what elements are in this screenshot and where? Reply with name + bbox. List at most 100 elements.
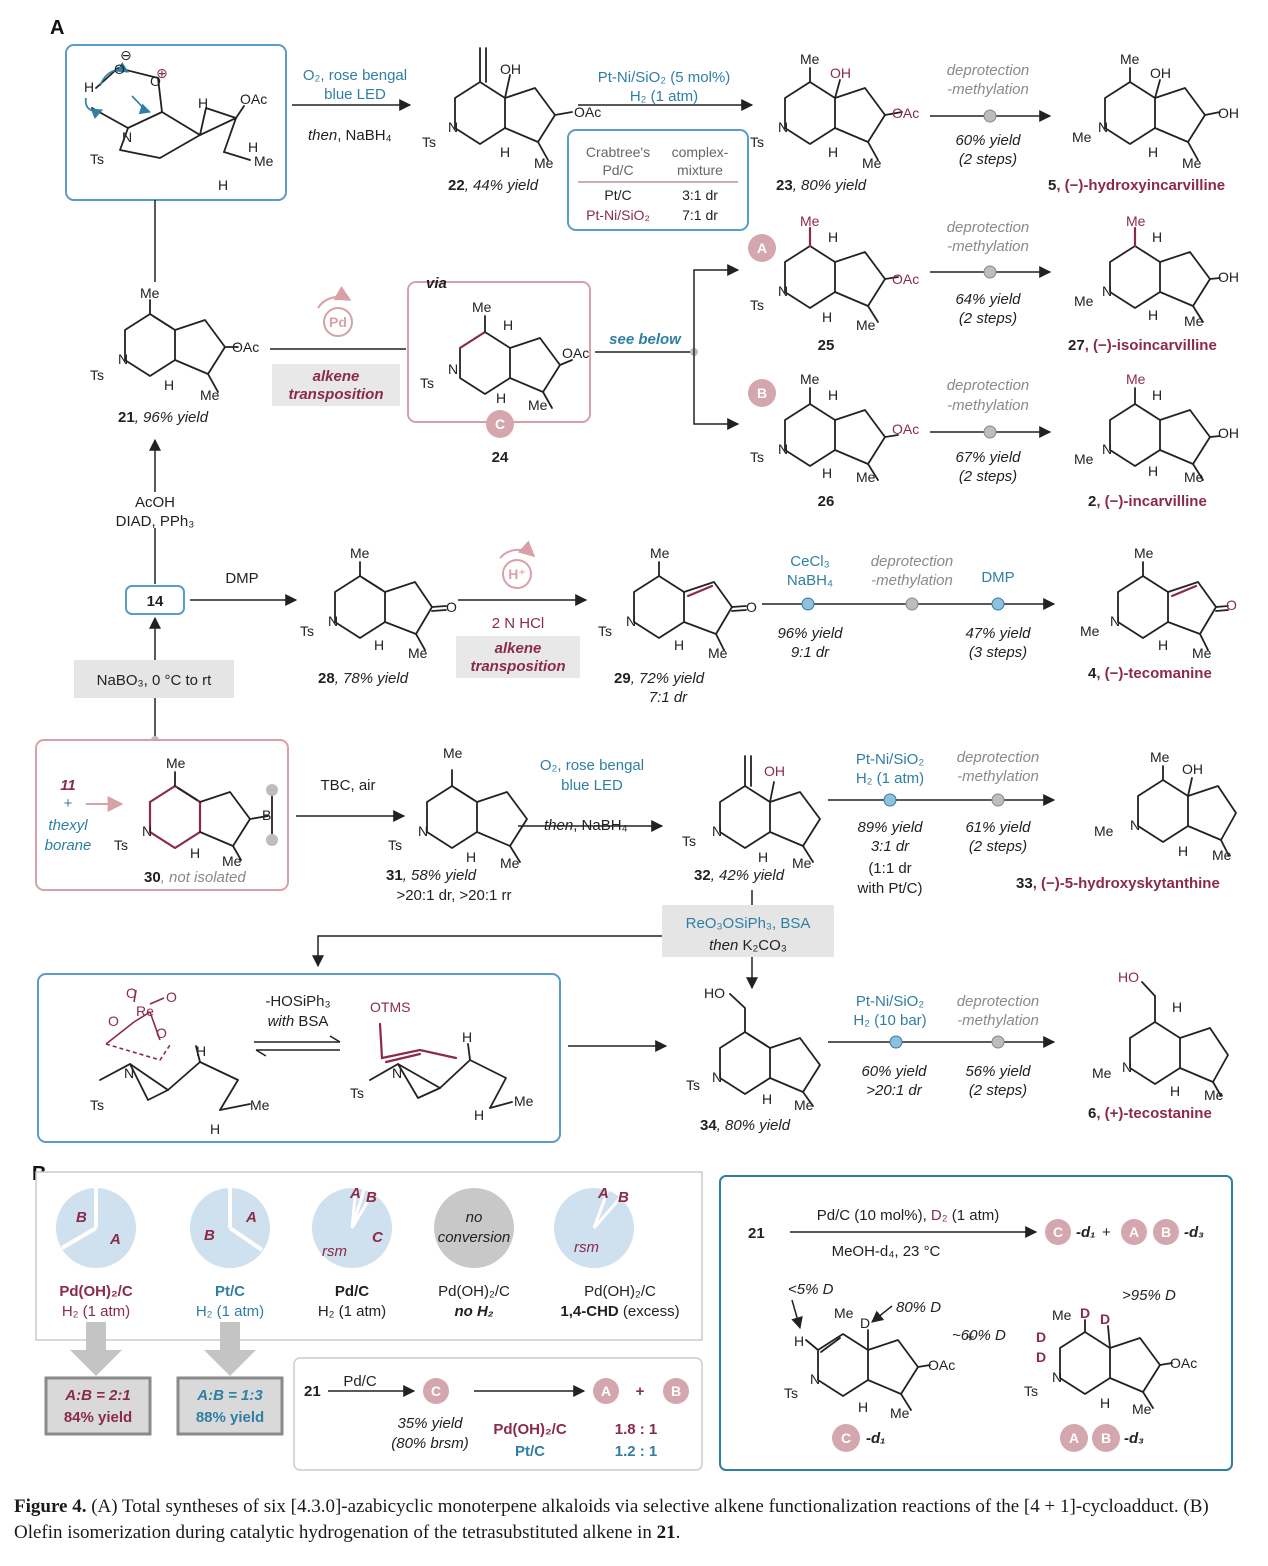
svg-text:N: N (1098, 119, 1108, 135)
svg-text:H₂ (1 atm): H₂ (1 atm) (196, 1303, 264, 1320)
svg-text:96% yield: 96% yield (777, 625, 843, 642)
svg-text:A: A (109, 1231, 121, 1248)
rhenium-ester-structure: O O Re O O H N Ts Me H (90, 985, 270, 1137)
svg-text:OH: OH (1218, 105, 1239, 121)
svg-text:N: N (328, 613, 338, 629)
reoxsiph3-badge (662, 905, 834, 957)
svg-text:B: B (1161, 1224, 1171, 1240)
svg-text:O: O (108, 1013, 119, 1029)
svg-text:OH: OH (1218, 269, 1239, 285)
step5-yield: 67% yield (955, 449, 1021, 466)
svg-text:1.2 : 1: 1.2 : 1 (615, 1443, 658, 1460)
svg-text:A: A (597, 1185, 609, 1202)
caption-text-1: (A) Total syntheses of six [4.3.0]-azabi… (14, 1496, 1209, 1543)
compound-27-label: 27, (−)-isoincarvilline (1068, 337, 1217, 354)
figure-caption: Figure 4. (A) Total syntheses of six [4.… (14, 1494, 1254, 1546)
svg-text:rsm: rsm (574, 1239, 599, 1256)
svg-text:OAc: OAc (562, 345, 589, 361)
svg-text:H: H (1148, 144, 1158, 160)
svg-text:Pd/C: Pd/C (602, 162, 633, 178)
compound-24-structure: Me H OAc N Ts H Me (420, 299, 589, 413)
see-below-link[interactable]: see below (609, 331, 682, 348)
svg-text:D: D (1080, 1305, 1090, 1321)
svg-text:60% yield: 60% yield (861, 1063, 927, 1080)
svg-text:Ts: Ts (784, 1385, 798, 1401)
svg-text:Me: Me (1052, 1307, 1072, 1323)
svg-text:Me: Me (1094, 823, 1114, 839)
compound-23-label: 23, 80% yield (776, 177, 867, 194)
compound-23-structure: Me OH OAc N Ts H Me (750, 51, 919, 171)
svg-text:21: 21 (304, 1383, 321, 1400)
svg-text:89% yield: 89% yield (857, 819, 923, 836)
svg-text:Me: Me (1072, 129, 1092, 145)
svg-text:D: D (1036, 1329, 1046, 1345)
cat1-label: Pd(OH)₂/C (59, 1283, 132, 1300)
alkene-transposition-badge-1 (272, 364, 400, 406)
svg-text:H: H (462, 1029, 472, 1045)
svg-text:H: H (794, 1333, 804, 1349)
label-ab-d3: -d₃ (1124, 1430, 1144, 1447)
svg-text:Me: Me (1212, 847, 1232, 863)
svg-text:H: H (496, 390, 506, 406)
svg-text:Me: Me (1192, 645, 1212, 661)
rhenium-mechanism-box (37, 973, 561, 1143)
svg-text:(2 steps): (2 steps) (969, 838, 1027, 855)
reagent-then-k2co3: then K₂CO₃ (709, 937, 787, 954)
svg-text:H: H (1170, 1083, 1180, 1099)
svg-text:O: O (150, 73, 161, 89)
catalyst-table-box (567, 129, 749, 231)
svg-text:Me: Me (650, 545, 670, 561)
svg-text:O: O (156, 1025, 167, 1041)
svg-text:+: + (1102, 1224, 1111, 1241)
svg-text:(1:1 dr: (1:1 dr (868, 860, 911, 877)
svg-text:N: N (1052, 1369, 1062, 1385)
svg-text:Crabtree's: Crabtree's (586, 144, 650, 160)
svg-text:mixture: mixture (677, 162, 723, 178)
label-a-badge-1 (748, 234, 776, 262)
svg-text:Ts: Ts (114, 837, 128, 853)
svg-text:N: N (1130, 817, 1140, 833)
pie-pdc-h2: A B C rsm (312, 1185, 392, 1268)
svg-text:Me: Me (794, 1097, 814, 1113)
svg-text:Me: Me (534, 155, 554, 171)
svg-text:C: C (841, 1430, 851, 1446)
svg-text:Me: Me (250, 1097, 270, 1113)
svg-text:-methylation: -methylation (871, 572, 953, 589)
svg-text:D: D (1100, 1311, 1110, 1327)
svg-text:H: H (164, 377, 174, 393)
svg-text:Me: Me (1132, 1401, 1152, 1417)
svg-text:Me: Me (890, 1405, 910, 1421)
svg-text:Ts: Ts (350, 1085, 364, 1101)
svg-text:Pt/C: Pt/C (515, 1443, 545, 1460)
svg-text:alkene: alkene (313, 368, 360, 385)
svg-text:Me: Me (140, 285, 160, 301)
svg-text:Me: Me (862, 155, 882, 171)
compound-26-label: 26 (818, 493, 835, 510)
reagent-o2-rose-bengal: O₂, rose bengal (303, 67, 407, 84)
reagent-2n-hcl: 2 N HCl (492, 615, 545, 632)
result-box-ptc (176, 1376, 284, 1436)
svg-text:Ts: Ts (90, 1097, 104, 1113)
svg-text:Pt/C: Pt/C (604, 187, 631, 203)
reagent-dmp-2: DMP (981, 569, 1014, 586)
svg-text:A: A (245, 1209, 257, 1226)
step4-steps: (2 steps) (959, 310, 1017, 327)
svg-text:Pd/C: Pd/C (343, 1373, 377, 1390)
svg-text:OAc: OAc (928, 1357, 955, 1373)
svg-text:Me: Me (1182, 155, 1202, 171)
svg-text:H: H (1148, 463, 1158, 479)
svg-text:Ts: Ts (420, 375, 434, 391)
svg-text:H: H (374, 637, 384, 653)
singlet-oxygen-ts-structure: O O ⊖ ⊕ H H OAc H Me N Ts H (84, 47, 274, 193)
compound-32-structure: OH N Ts H Me (682, 755, 821, 871)
svg-text:Me: Me (1150, 749, 1170, 765)
svg-text:35% yield: 35% yield (397, 1415, 463, 1432)
svg-text:H: H (828, 144, 838, 160)
svg-text:Me: Me (408, 645, 428, 661)
svg-text:no H₂: no H₂ (454, 1303, 493, 1320)
svg-text:O: O (746, 599, 757, 615)
cat2-label: Pt/C (215, 1283, 245, 1300)
label-b-badge-1 (748, 379, 776, 407)
svg-text:Pd/C (10 mol%), D₂ (1 atm): Pd/C (10 mol%), D₂ (1 atm) (817, 1207, 1000, 1224)
svg-text:>95% D: >95% D (1122, 1287, 1176, 1304)
